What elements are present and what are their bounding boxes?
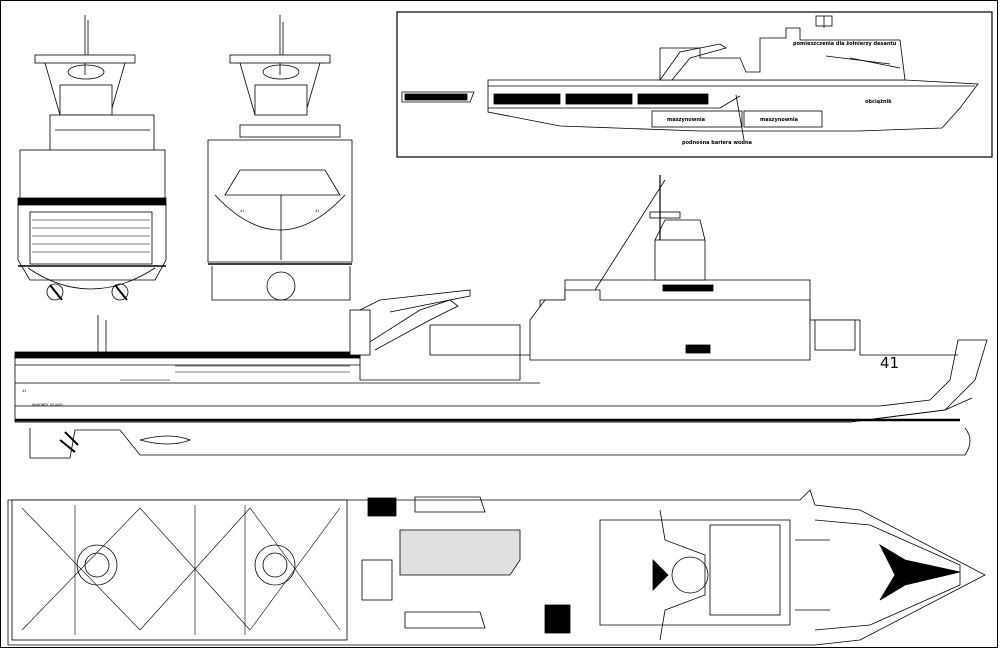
bow-hull-number-left: 41 (240, 209, 244, 213)
plan-view (7, 489, 986, 646)
inset-label-ballast: obciążnik (865, 99, 892, 105)
profile-flight-deck (14, 351, 361, 359)
plan-flight-deck (11, 499, 348, 641)
inset-vehicles (404, 93, 709, 105)
helipad-1 (76, 544, 118, 586)
inset-label-engine-room-2: maszynownia (760, 117, 798, 123)
profile-hull-number: 41 (880, 354, 899, 372)
bow-bulb (266, 271, 296, 301)
stern-propeller-left (46, 283, 64, 301)
inset-hull (487, 79, 979, 132)
inset-crane (659, 43, 727, 81)
inset-cutaway: pomieszczenia dla żołnierzy desantu obci… (396, 11, 993, 158)
bow-view: 41 41 (207, 15, 353, 301)
inset-frame (396, 11, 993, 158)
plan-radar-dome (671, 556, 709, 594)
inset-superstructure (659, 27, 906, 81)
profile-stern-hull-number: 41 (22, 389, 26, 393)
inset-engine-room-2-box (743, 110, 823, 128)
inset-leader-troop-2 (849, 57, 901, 69)
helipad-2 (254, 544, 296, 586)
inset-leader-barrier (735, 94, 745, 141)
inset-label-water-barrier: podnośna bariera wodna (682, 139, 752, 146)
stern-propeller-right (111, 283, 129, 301)
side-profile: 41 41 WHIDBEY ISLAND (14, 175, 988, 459)
profile-stern-name: WHIDBEY ISLAND (32, 403, 63, 407)
stern-view (17, 15, 167, 301)
inset-label-engine-room-1: maszynownia (667, 117, 705, 123)
bow-hull-number-right: 41 (315, 209, 319, 213)
inset-engine-room-1-box (651, 110, 743, 128)
inset-label-troop-quarters: pomieszczenia dla żołnierzy desantu (793, 41, 897, 47)
